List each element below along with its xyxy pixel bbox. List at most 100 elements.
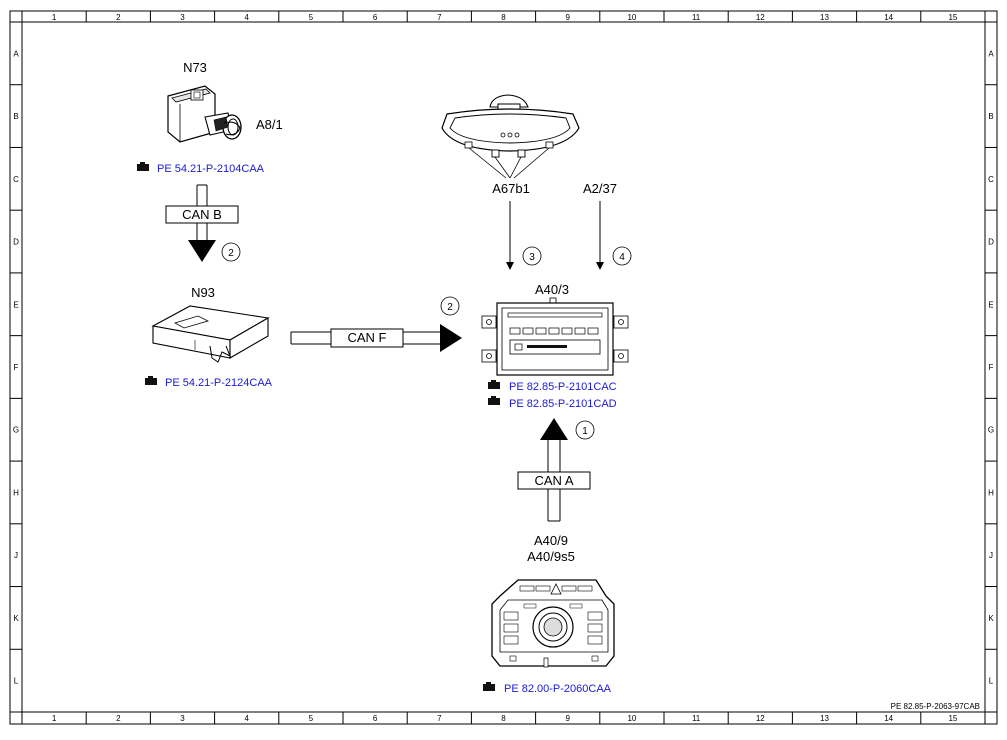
- a67b1-label: A67b1: [492, 181, 530, 196]
- can-b-connection: CAN B 2: [165, 184, 241, 262]
- a40-9-control-panel: A40/9 A40/9s5: [483, 533, 615, 695]
- a40-3-label: A40/3: [535, 282, 569, 297]
- marker-circle: [612, 246, 632, 266]
- grid-row-label-right: E: [988, 300, 993, 309]
- ref-icon: [488, 396, 500, 405]
- document-id: PE 82.85-P-2063-97CAB: [891, 702, 980, 711]
- head-unit-icon: [481, 297, 629, 376]
- arrow-right-icon: [440, 324, 462, 352]
- n93-gateway-module: N93 PE 54.21-P-2124CAA: [145, 285, 273, 389]
- a40-3-ref-link-2[interactable]: PE 82.85-P-2101CAD: [509, 398, 617, 410]
- marker-4: 4: [619, 252, 625, 263]
- grid-row-label-left: A: [13, 49, 19, 58]
- ref-icon: [488, 380, 500, 389]
- grid-column-label-top: 8: [501, 13, 506, 22]
- marker-2-can-b: 2: [228, 248, 234, 259]
- can-b-box: [165, 205, 239, 224]
- grid-column-label-top: 13: [820, 13, 829, 22]
- arrow-down-icon: [506, 262, 514, 270]
- grid-column-label-bottom: 1: [52, 714, 57, 723]
- rearview-mirror-icon: [441, 94, 580, 179]
- grid-row-label-left: H: [13, 488, 19, 497]
- grid-column-label-bottom: 15: [948, 714, 957, 723]
- outer-frame: [9, 10, 998, 725]
- grid-column-label-bottom: 7: [437, 714, 442, 723]
- grid-column-label-top: 10: [627, 13, 636, 22]
- grid-column-label-bottom: 13: [820, 714, 829, 723]
- a40-3-head-unit: A40/3 PE: [481, 282, 629, 410]
- n93-ref-link[interactable]: PE 54.21-P-2124CAA: [165, 377, 273, 389]
- a40-9-label: A40/9: [534, 533, 568, 548]
- marker-3: 3: [529, 252, 535, 263]
- marker-circle: [221, 242, 241, 262]
- grid-column-label-top: 7: [437, 13, 442, 22]
- grid-column-label-bottom: 4: [244, 714, 249, 723]
- grid-reference-layer: 1122334455667788991010111112121313141415…: [10, 11, 997, 724]
- n73-ignition-switch: N73 A8/1 PE 54.21-P-2104CAA: [137, 60, 283, 175]
- a2-37-label: A2/37: [583, 181, 617, 196]
- grid-column-label-top: 2: [116, 13, 121, 22]
- ref-icon: [137, 162, 149, 171]
- can-a-connection: CAN A 1: [517, 418, 595, 522]
- grid-row-label-left: L: [14, 677, 19, 686]
- grid-column-label-bottom: 5: [309, 714, 314, 723]
- a8-1-label: A8/1: [256, 117, 283, 132]
- marker-circle: [522, 246, 542, 266]
- grid-column-label-top: 6: [373, 13, 378, 22]
- grid-row-label-left: G: [13, 426, 19, 435]
- grid-column-label-top: 9: [565, 13, 570, 22]
- ref-icon: [483, 682, 495, 691]
- n73-ref-link[interactable]: PE 54.21-P-2104CAA: [157, 163, 265, 175]
- grid-column-label-bottom: 10: [627, 714, 636, 723]
- arrow-down-icon: [596, 262, 604, 270]
- grid-column-label-top: 12: [756, 13, 765, 22]
- grid-row-label-right: L: [989, 677, 994, 686]
- grid-row-label-right: K: [988, 614, 994, 623]
- grid-row-label-right: C: [988, 175, 994, 184]
- can-a-box: [517, 471, 591, 490]
- grid-row-label-left: E: [13, 300, 18, 309]
- can-f-connection: CAN F 2: [290, 296, 462, 352]
- a67b1-mirror: A67b1 3: [441, 94, 580, 270]
- grid-column-label-bottom: 6: [373, 714, 378, 723]
- grid-row-label-right: A: [988, 49, 994, 58]
- grid-column-label-top: 14: [884, 13, 893, 22]
- marker-circle: [575, 420, 595, 440]
- grid-row-label-left: F: [14, 363, 19, 372]
- grid-row-label-right: B: [988, 112, 993, 121]
- grid-column-label-bottom: 14: [884, 714, 893, 723]
- ignition-switch-icon: [167, 85, 242, 143]
- n73-label: N73: [183, 60, 207, 75]
- control-module-icon: [151, 305, 270, 363]
- grid-row-label-left: D: [13, 238, 19, 247]
- arrow-down-icon: [188, 240, 216, 262]
- grid-row-label-right: G: [988, 426, 994, 435]
- grid-column-label-bottom: 3: [180, 714, 185, 723]
- grid-column-label-bottom: 12: [756, 714, 765, 723]
- marker-1: 1: [582, 426, 588, 437]
- control-panel-icon: [491, 579, 615, 668]
- can-a-label: CAN A: [534, 473, 573, 488]
- ref-icon: [145, 376, 157, 385]
- grid-row-label-left: C: [13, 175, 19, 184]
- grid-row-label-right: D: [988, 238, 994, 247]
- grid-column-label-top: 4: [244, 13, 249, 22]
- can-b-label: CAN B: [182, 207, 222, 222]
- grid-row-label-right: F: [989, 363, 994, 372]
- grid-row-label-right: J: [989, 551, 993, 560]
- grid-column-label-bottom: 8: [501, 714, 506, 723]
- grid-column-label-bottom: 2: [116, 714, 121, 723]
- arrow-up-icon: [540, 418, 568, 440]
- grid-column-label-bottom: 9: [565, 714, 570, 723]
- inner-frame: [21, 21, 986, 713]
- grid-column-label-top: 3: [180, 13, 185, 22]
- a40-9s5-label: A40/9s5: [527, 549, 575, 564]
- grid-column-label-top: 1: [52, 13, 57, 22]
- can-f-label: CAN F: [348, 330, 387, 345]
- n93-label: N93: [191, 285, 215, 300]
- grid-row-label-left: J: [14, 551, 18, 560]
- a40-3-ref-link-1[interactable]: PE 82.85-P-2101CAC: [509, 381, 617, 393]
- grid-column-label-top: 11: [692, 13, 701, 22]
- a40-9-ref-link[interactable]: PE 82.00-P-2060CAA: [504, 683, 612, 695]
